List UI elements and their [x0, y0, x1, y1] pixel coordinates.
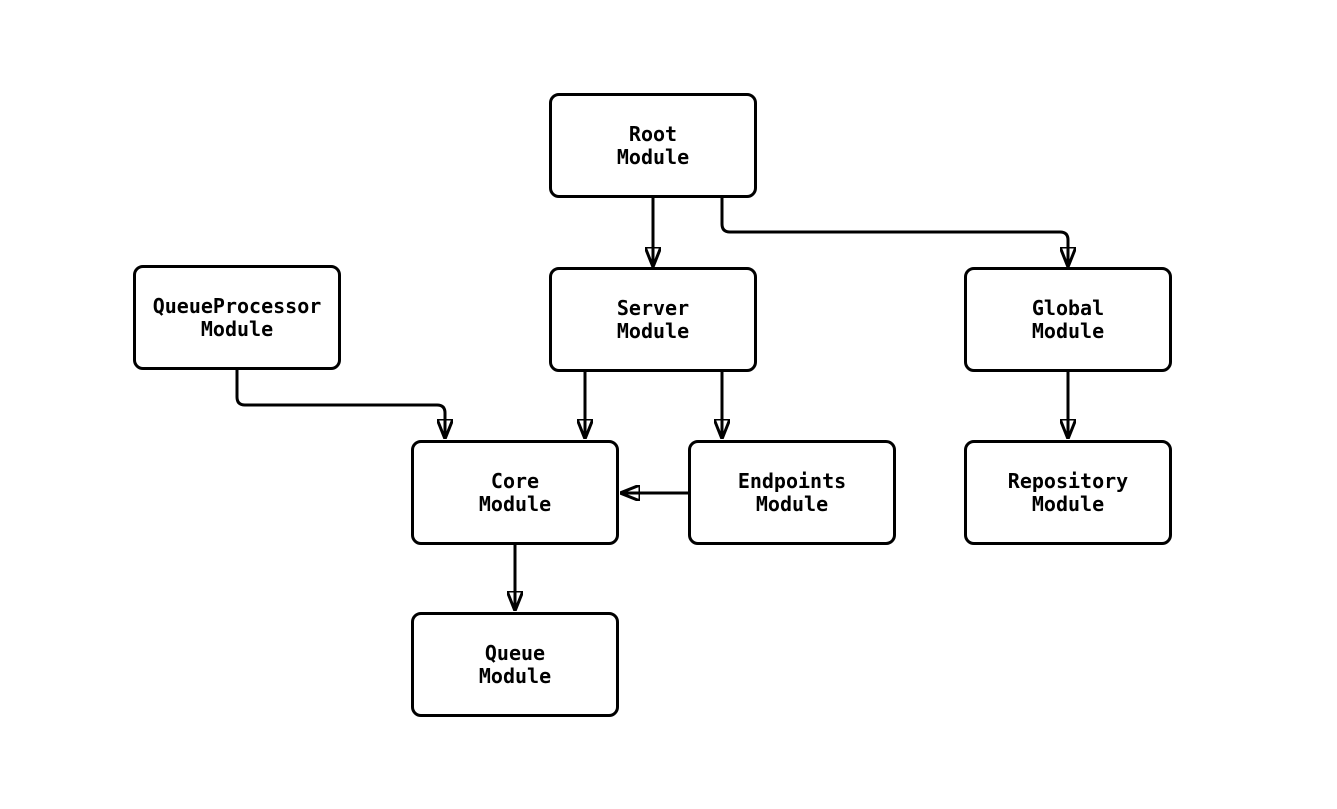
node-title: Repository: [1007, 468, 1129, 493]
node-subtitle: Module: [616, 144, 690, 169]
node-core-module: Core Module: [411, 440, 619, 545]
node-title: QueueProcessor: [152, 293, 322, 318]
node-subtitle: Module: [478, 663, 552, 688]
node-subtitle: Module: [755, 491, 829, 516]
node-server-module: Server Module: [549, 267, 757, 372]
node-subtitle: Module: [1031, 491, 1105, 516]
node-title: Root: [628, 121, 678, 146]
node-global-module: Global Module: [964, 267, 1172, 372]
node-title: Global: [1031, 295, 1105, 320]
node-repository-module: Repository Module: [964, 440, 1172, 545]
node-title: Core: [490, 468, 540, 493]
node-endpoints-module: Endpoints Module: [688, 440, 896, 545]
edge-root-module-to-global-module: [720, 198, 1068, 265]
node-title: Queue: [484, 640, 546, 665]
node-subtitle: Module: [478, 491, 552, 516]
node-queue-module: Queue Module: [411, 612, 619, 717]
node-root-module: Root Module: [549, 93, 757, 198]
node-title: Server: [616, 295, 690, 320]
node-subtitle: Module: [1031, 318, 1105, 343]
node-queueprocessor-module: QueueProcessor Module: [133, 265, 341, 370]
node-subtitle: Module: [200, 316, 274, 341]
node-subtitle: Module: [616, 318, 690, 343]
node-title: Endpoints: [737, 468, 847, 493]
edge-queueprocessor-module-to-core-module: [235, 370, 445, 437]
